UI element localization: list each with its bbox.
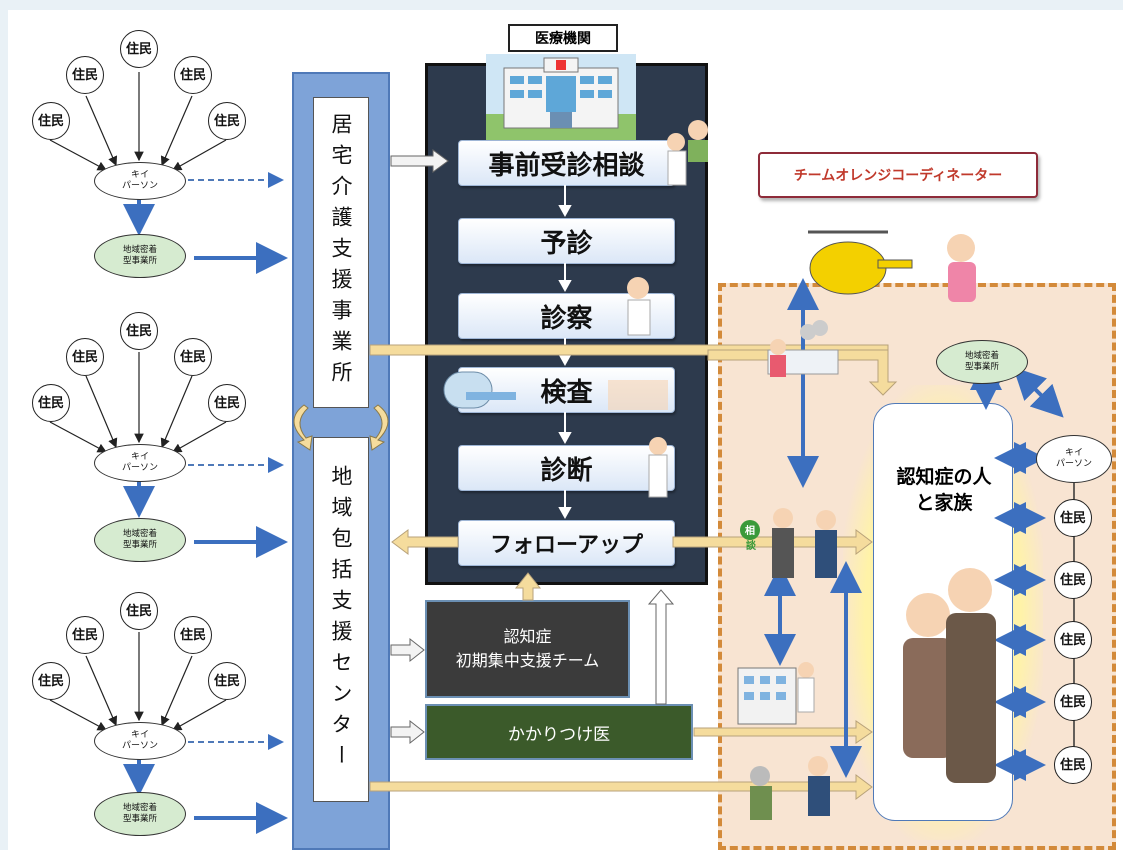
home-care-support-office: 居宅介護支援事業所 xyxy=(313,97,369,408)
step-follow-up: フォローアップ xyxy=(458,520,675,566)
community-office-right: 地域密着型事業所 xyxy=(936,340,1028,384)
step-preliminary-exam: 予診 xyxy=(458,218,675,264)
resident-circle: 住民 xyxy=(66,338,104,376)
family-doctor-box: かかりつけ医 xyxy=(425,704,693,760)
resident-circle: 住民 xyxy=(32,662,70,700)
patient-family-label: 認知症の人と家族 xyxy=(896,466,992,514)
community-support-center: 地域包括支援センター xyxy=(313,437,369,802)
key-person: キイパーソン xyxy=(94,444,186,482)
resident-circle: 住民 xyxy=(174,338,212,376)
resident-circle: 住民 xyxy=(32,102,70,140)
step-testing: 検査 xyxy=(458,367,675,413)
step-diagnosis: 診断 xyxy=(458,445,675,491)
resident-circle-right: 住民 xyxy=(1054,561,1092,599)
resident-circle: 住民 xyxy=(66,56,104,94)
key-person: キイパーソン xyxy=(94,162,186,200)
resident-circle: 住民 xyxy=(208,662,246,700)
resident-circle: 住民 xyxy=(174,56,212,94)
resident-circle-right: 住民 xyxy=(1054,499,1092,537)
community-office: 地域密着型事業所 xyxy=(94,792,186,836)
step-pre-consultation: 事前受診相談 xyxy=(458,140,675,186)
resident-circle: 住民 xyxy=(208,102,246,140)
resident-circle-right: 住民 xyxy=(1054,621,1092,659)
resident-circle: 住民 xyxy=(120,30,158,68)
hospital-label: 医療機関 xyxy=(508,24,618,52)
consult-badge: 談 xyxy=(746,541,756,552)
community-office: 地域密着型事業所 xyxy=(94,518,186,562)
resident-circle: 住民 xyxy=(174,616,212,654)
svg-text:相: 相 xyxy=(745,524,755,537)
resident-circle: 住民 xyxy=(32,384,70,422)
resident-circle-right: 住民 xyxy=(1054,746,1092,784)
community-office: 地域密着型事業所 xyxy=(94,234,186,278)
resident-circle: 住民 xyxy=(120,592,158,630)
key-person: キイパーソン xyxy=(94,722,186,760)
resident-circle: 住民 xyxy=(66,616,104,654)
diagram-canvas: 医療機関 事前受診相談 予診 診察 検査 診断 フォローアップ 居宅介護支援事業… xyxy=(8,10,1123,850)
diagram-connectors: 相 xyxy=(49,72,1075,834)
resident-circle-right: 住民 xyxy=(1054,683,1092,721)
initial-support-team-box: 認知症初期集中支援チーム xyxy=(425,600,630,698)
resident-circle: 住民 xyxy=(208,384,246,422)
coordinator-speech-box: チームオレンジコーディネーター xyxy=(758,152,1038,198)
hospital-building-icon xyxy=(486,54,636,140)
resident-circle: 住民 xyxy=(120,312,158,350)
key-person-right: キイパーソン xyxy=(1036,435,1112,483)
